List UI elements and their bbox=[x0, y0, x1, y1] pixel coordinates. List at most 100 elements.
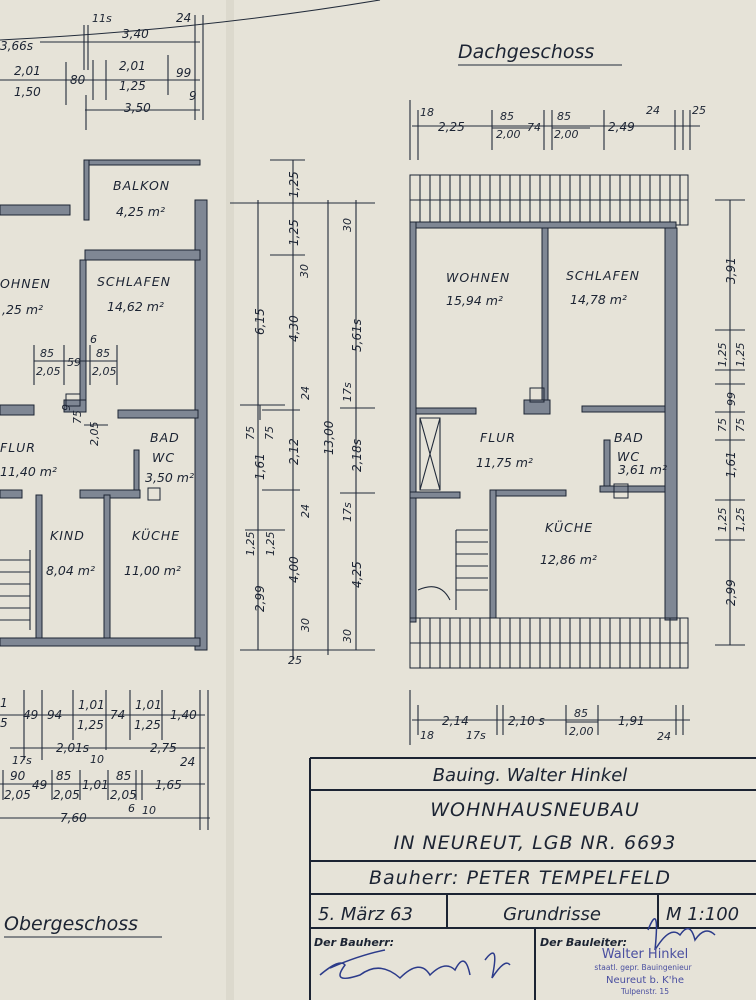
dimension-label: 7,60 bbox=[60, 811, 87, 825]
room-area: 15,94 m² bbox=[446, 293, 503, 308]
dimension-label: 18 bbox=[420, 729, 434, 742]
dimension-label: 75 bbox=[71, 410, 84, 424]
drawing-type: Grundrisse bbox=[503, 904, 601, 925]
dimension-label: 6 bbox=[59, 404, 72, 411]
dimension-label: 1,25 bbox=[287, 219, 301, 246]
dimension-label: 85 bbox=[56, 769, 71, 783]
room-area: 3,50 m² bbox=[145, 470, 194, 485]
dimension-label: 24 bbox=[299, 504, 312, 518]
dimension-label: 2,01s bbox=[56, 741, 89, 755]
dimension-label: 85 bbox=[557, 110, 571, 123]
dimension-label: 1,25 bbox=[287, 171, 301, 198]
project-title: WOHNHAUSNEUBAU bbox=[430, 799, 640, 821]
dimension-label: 85 bbox=[96, 347, 110, 360]
dimension-label: 2,99 bbox=[253, 585, 267, 612]
dimension-label: 2,12 bbox=[287, 438, 301, 465]
dimension-label: 2,14 bbox=[442, 714, 469, 728]
dimension-label: 1,61 bbox=[724, 451, 738, 478]
dimension-label: 3,50 bbox=[124, 101, 151, 115]
dimension-label: 75 bbox=[716, 418, 729, 432]
dimension-label: 94 bbox=[47, 708, 62, 722]
room-area: 4,25 m² bbox=[116, 204, 165, 219]
dimension-label: 30 bbox=[298, 264, 311, 278]
dimension-label: 10 bbox=[142, 804, 156, 817]
room-name: WOHNEN bbox=[446, 270, 510, 285]
engineer-stamp: Walter Hinkel staatl. gepr. Bauingenieur… bbox=[594, 947, 692, 996]
dimension-label: 4,30 bbox=[287, 315, 301, 342]
dimension-label: 2,05 bbox=[53, 788, 80, 802]
dimension-label: 1,25 bbox=[77, 718, 104, 732]
dimension-label: 2,75 bbox=[150, 741, 177, 755]
room-area: 14,78 m² bbox=[570, 292, 627, 307]
dimension-label: 80 bbox=[70, 73, 86, 87]
dimension-label: 75 bbox=[734, 418, 747, 432]
dimension-label: 6 bbox=[128, 802, 135, 815]
dimension-label: 1,25 bbox=[134, 718, 161, 732]
room-name: KIND bbox=[50, 528, 85, 543]
obergeschoss-plan: 3,66s 11s 3,40 24 2,01 1,50 80 2,01 1,25… bbox=[0, 11, 210, 938]
client-signature-label: Der Bauherr: bbox=[314, 936, 394, 949]
dimension-label: 2,49 bbox=[608, 120, 635, 134]
dimension-label: 49 bbox=[32, 778, 47, 792]
dimension-label: 30 bbox=[341, 629, 354, 643]
dimension-label: 24 bbox=[657, 730, 671, 743]
room-area: 8,04 m² bbox=[46, 563, 95, 578]
room-area: 3,61 m² bbox=[618, 462, 667, 477]
dimension-label: 3,91 bbox=[724, 257, 738, 284]
dimension-label: 2,10 s bbox=[508, 714, 545, 728]
dg-roof-terrace-top bbox=[409, 174, 689, 226]
dimension-label: 18 bbox=[420, 106, 434, 119]
dimension-label: 75 bbox=[244, 426, 257, 440]
dimension-label: 1,25 bbox=[716, 508, 729, 533]
dg-roof-terrace-bottom bbox=[409, 617, 689, 669]
dimension-label: 49 bbox=[23, 708, 38, 722]
dimension-label: 24 bbox=[180, 755, 195, 769]
dimension-label: 2,00 bbox=[554, 128, 579, 141]
dimension-label: 1,25 bbox=[716, 343, 729, 368]
room-name: KÜCHE bbox=[132, 527, 180, 543]
dimension-label: 2,00 bbox=[496, 128, 521, 141]
dimension-label: 1,25 bbox=[119, 79, 146, 93]
room-area: 11,40 m² bbox=[0, 464, 57, 479]
room-area: 11,75 m² bbox=[476, 455, 533, 470]
dimension-label: 4,25 bbox=[350, 561, 364, 588]
dimension-label: 5,61s bbox=[350, 319, 364, 352]
dimension-label: 2,05 bbox=[88, 422, 101, 447]
dimension-label: 17s bbox=[466, 729, 486, 742]
stamp-line: Tulpenstr. 15 bbox=[620, 987, 669, 996]
dimension-label: 85 bbox=[116, 769, 131, 783]
dimension-label: 13,00 bbox=[322, 420, 336, 455]
dimension-label: 24 bbox=[176, 11, 191, 25]
room-name: WC bbox=[617, 449, 640, 464]
site-manager-signature-label: Der Bauleiter: bbox=[540, 936, 627, 949]
dimension-label: 1,65 bbox=[155, 778, 182, 792]
dimension-label: 85 bbox=[500, 110, 514, 123]
room-name: FLUR bbox=[480, 430, 516, 445]
dachgeschoss-plan: Dachgeschoss 18 2,25 85 2,00 74 85 2,00 … bbox=[409, 41, 747, 745]
dimension-label: 3,66s bbox=[0, 39, 33, 53]
client-signature bbox=[319, 949, 511, 980]
dimension-label: 1,61 bbox=[253, 453, 267, 480]
dimension-label: 85 bbox=[574, 707, 588, 720]
room-name: FLUR bbox=[0, 440, 36, 455]
dimension-label: 1,01 bbox=[135, 698, 162, 712]
dimension-label: 1,25 bbox=[264, 532, 277, 557]
room-name: SCHLAFEN bbox=[97, 274, 171, 289]
dimension-label: 2,00 bbox=[569, 725, 594, 738]
og-walls bbox=[0, 159, 208, 651]
room-area: ,25 m² bbox=[2, 302, 43, 317]
paper-fold bbox=[226, 0, 234, 1000]
dimension-label: 1,25 bbox=[734, 508, 747, 533]
dimension-label: 85 bbox=[40, 347, 54, 360]
project-location: IN NEUREUT, LGB NR. 6693 bbox=[394, 832, 677, 854]
dimension-label: 90 bbox=[10, 769, 26, 783]
room-name: BAD bbox=[150, 430, 180, 445]
dimension-label: 74 bbox=[527, 121, 541, 134]
title-block: Bauing. Walter Hinkel WOHNHAUSNEUBAU IN … bbox=[309, 757, 756, 1000]
room-name: BAD bbox=[614, 430, 644, 445]
dg-walls bbox=[409, 221, 678, 623]
og-top-dimension-lines bbox=[0, 15, 204, 130]
dimension-label: 1,01 bbox=[78, 698, 105, 712]
site-manager-signature bbox=[647, 918, 716, 951]
